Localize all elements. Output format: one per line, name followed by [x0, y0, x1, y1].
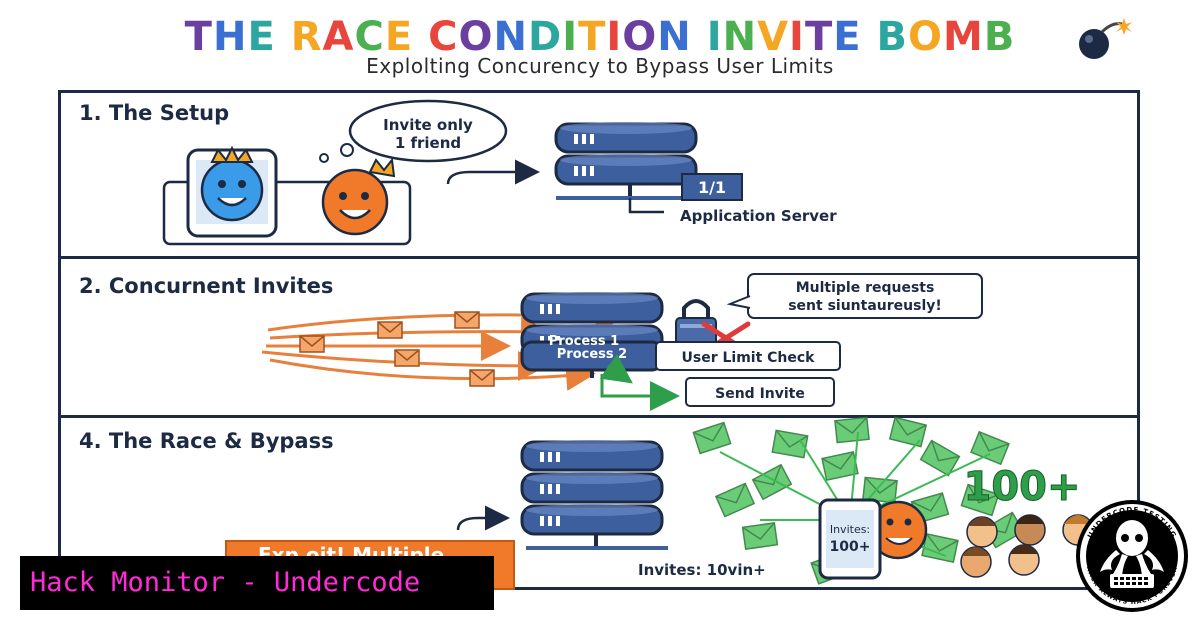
avatar-icon: [960, 546, 992, 578]
octopus-logo-icon: UNDERCODE TESTING HACK ALWAYS HACK FOREV…: [1076, 500, 1188, 612]
invite-counter-badge: 1/1: [681, 173, 743, 201]
thought-line-1: Invite only: [383, 116, 473, 134]
race-arrow: [456, 505, 510, 531]
section-title-setup: 1. The Setup: [79, 101, 230, 125]
title-letter: N: [657, 14, 692, 60]
race-server-icon: [520, 438, 668, 550]
title-letter: E: [833, 14, 862, 60]
thought-bubble: Invite only 1 friend: [319, 99, 508, 163]
title-letter: M: [943, 14, 984, 60]
server-label: Application Server: [680, 207, 837, 225]
orange-mascot-small-icon: [868, 500, 928, 560]
title-letter: N: [722, 14, 758, 60]
invites-caption: Invites: 10vin+: [638, 561, 766, 579]
title-letter: V: [757, 14, 790, 60]
callout-line-1: Multiple requests: [796, 280, 935, 296]
title-letter: B: [876, 14, 908, 60]
title-letter: T: [804, 14, 834, 60]
title-letter: O: [622, 14, 658, 60]
application-server-icon: [554, 120, 700, 214]
title-letter: O: [908, 14, 944, 60]
section-divider: [61, 415, 1137, 418]
brand-text: Hack Monitor - Undercode: [30, 567, 421, 598]
title-letter: I: [706, 14, 723, 60]
phone-label-line-2: 100+: [830, 539, 871, 555]
avatar-icon: [1062, 514, 1094, 546]
phone-icon: Invites: 100+: [818, 498, 882, 580]
check-arrow: [599, 353, 633, 384]
avatar-icon: [1014, 514, 1046, 546]
page-title: THE RACE CONDITION INVITE BOMB: [0, 14, 1200, 60]
title-letter: N: [493, 14, 528, 60]
title-letter: C: [354, 14, 385, 60]
phone-label-line-1: Invites:: [830, 523, 870, 536]
title-letter: O: [458, 14, 494, 60]
send-invite-box: Send Invite: [685, 377, 835, 407]
callout-bubble: Multiple requests sent siuntaureusly!: [726, 273, 983, 319]
bomb-icon: [1079, 18, 1132, 59]
title-letter: E: [247, 14, 276, 60]
page-subtitle: Explolting Concurency to Bypass User Lim…: [366, 54, 834, 78]
avatar-icon: [1008, 544, 1040, 576]
process-1-label: Process 1: [549, 334, 619, 349]
title-letter: T: [578, 14, 607, 60]
send-invite-arrow: [600, 374, 680, 411]
title-letter: H: [212, 14, 248, 60]
section-title-concurrent: 2. Concurnent Invites: [79, 274, 334, 298]
blue-mascot-icon: [200, 145, 264, 222]
user-limit-check-label: User Limit Check: [682, 350, 816, 366]
title-letter: I: [606, 14, 623, 60]
title-letter: B: [983, 14, 1016, 60]
title-letter: C: [428, 14, 459, 60]
title-letter: A: [322, 14, 355, 60]
orange-mascot-icon: [321, 157, 396, 236]
user-limit-check-box: User Limit Check: [655, 341, 841, 371]
title-letter: T: [184, 14, 213, 60]
brand-bar: Hack Monitor - Undercode: [20, 556, 494, 610]
thought-line-2: 1 friend: [395, 134, 461, 152]
title-letter: I: [562, 14, 579, 60]
setup-arrow: [446, 159, 540, 185]
user-avatars-group: [960, 514, 1094, 578]
title-letter: I: [789, 14, 805, 60]
avatar-icon: [966, 516, 998, 548]
title-letter: R: [290, 14, 323, 60]
send-invite-label: Send Invite: [715, 386, 805, 402]
page-title-text: THE RACE CONDITION INVITE BOMB: [0, 14, 1200, 60]
lock-icon: [675, 299, 717, 347]
section-divider: [61, 256, 1137, 259]
section-title-race: 4. The Race & Bypass: [79, 429, 334, 453]
title-letter: D: [527, 14, 563, 60]
callout-line-2: sent siuntaureusly!: [788, 298, 942, 314]
invite-counter-text: 1/1: [698, 178, 726, 197]
big-invite-count: 100+: [963, 464, 1080, 510]
process-2-label: Process 2: [557, 347, 627, 362]
title-letter: E: [384, 14, 414, 60]
